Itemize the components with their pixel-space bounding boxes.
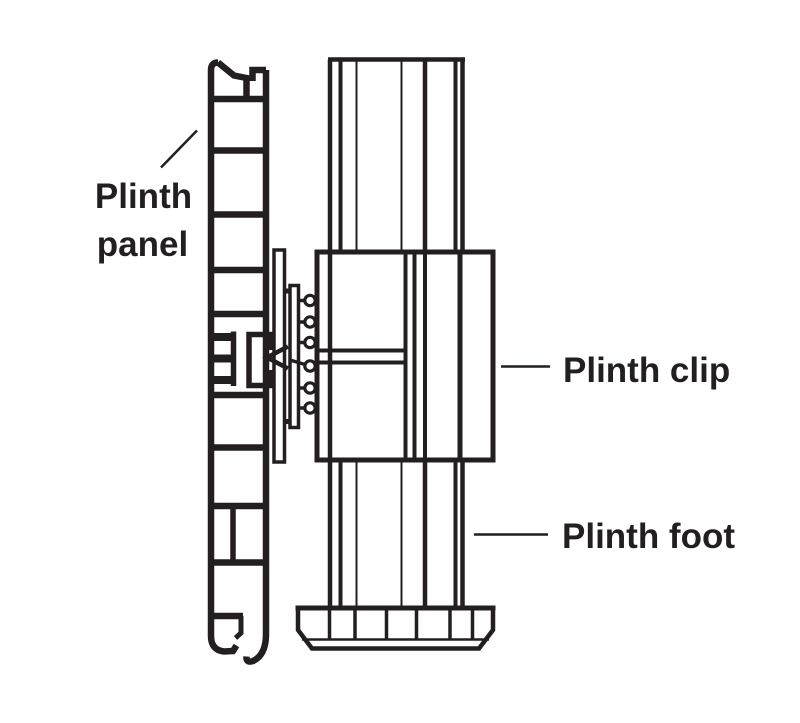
foot-label: Plinth foot (562, 517, 735, 556)
panel-label-line2: panel (97, 225, 188, 264)
rail-pawl-link (289, 358, 306, 367)
hook-ball (303, 335, 317, 350)
rail-bar (272, 248, 287, 464)
panel-right-edge (243, 70, 270, 665)
rail-toothed-bar (288, 283, 301, 430)
clip-mount-rail (262, 248, 317, 464)
panel-c-channel (246, 331, 274, 389)
panel-label-line1: Plinth (95, 177, 192, 216)
hook-ball (303, 381, 317, 395)
panel-leader-line (160, 129, 198, 169)
leader-lines (160, 129, 550, 536)
plinth-foot-base (295, 605, 496, 651)
panel-top-slope (215, 59, 250, 99)
hook-ball (303, 293, 317, 308)
panel-left-wall (207, 59, 240, 655)
clip-label: Plinth clip (563, 351, 730, 390)
panel-bottom-stub (233, 616, 244, 640)
labels: Plinth panel Plinth clip Plinth foot (95, 177, 735, 556)
panel-top-hook (249, 66, 266, 81)
rail-pawl-arrow (262, 344, 290, 371)
hook-ball (303, 315, 317, 329)
plinth-panel-profile (207, 59, 274, 665)
foot-base-outline (295, 605, 496, 651)
hook-ball (303, 401, 317, 415)
hook-ball (303, 359, 317, 373)
plinth-clip (314, 249, 496, 463)
